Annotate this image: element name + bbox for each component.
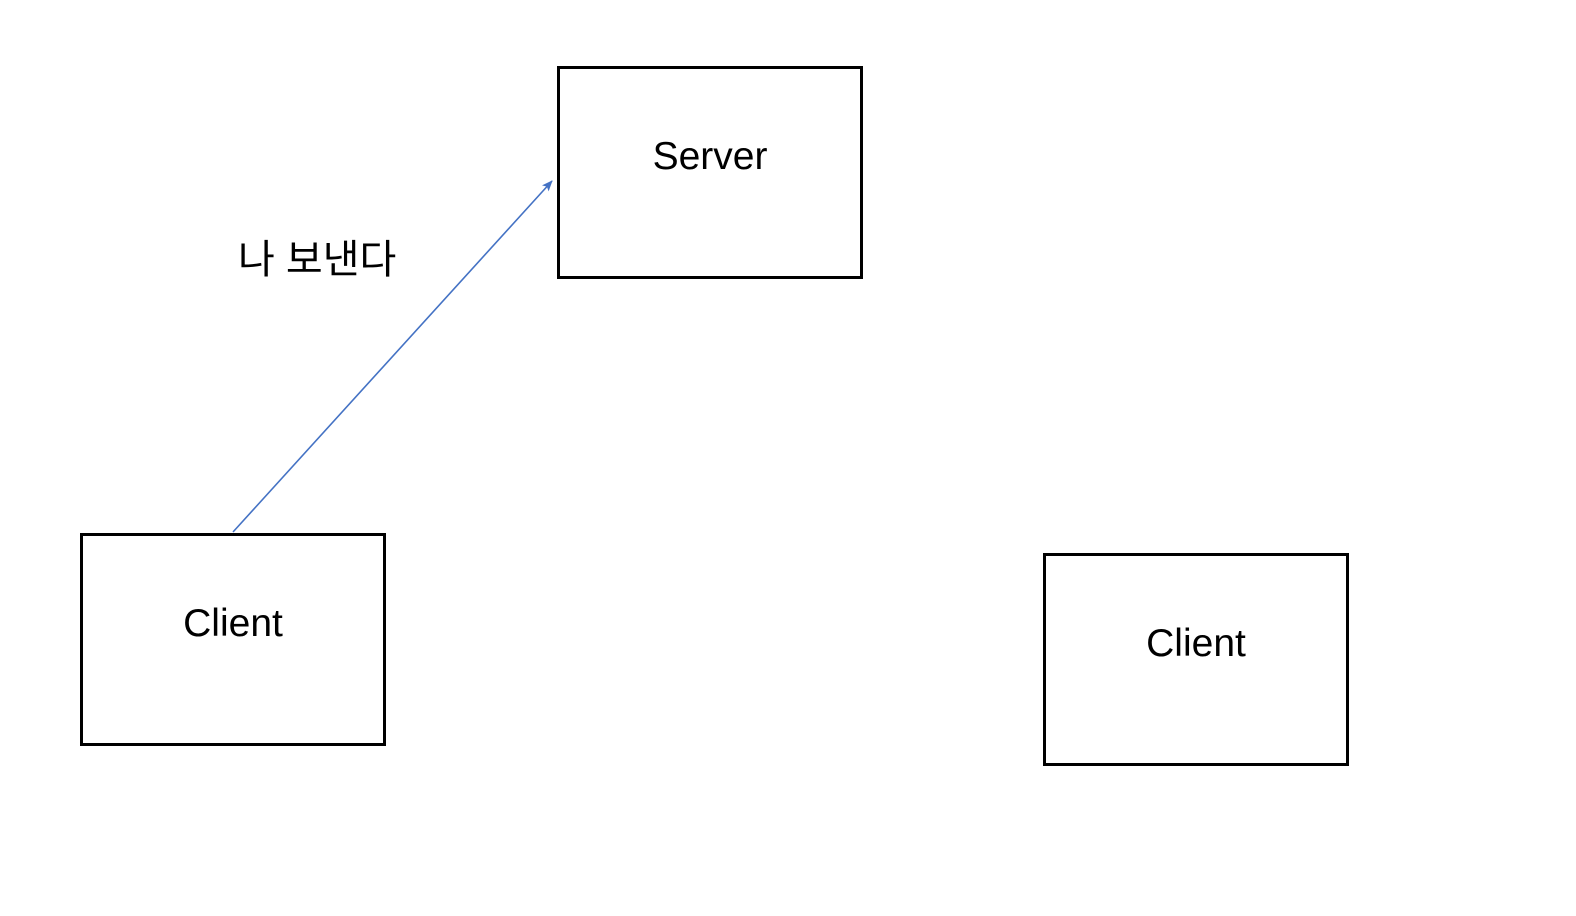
node-server-label: Server xyxy=(652,135,768,178)
node-server[interactable]: Server xyxy=(557,66,863,279)
edge-label-send: 나 보낸다 xyxy=(238,238,397,282)
node-client-left-label: Client xyxy=(183,602,283,645)
edge-client-to-server xyxy=(232,180,553,533)
node-client-right[interactable]: Client xyxy=(1043,553,1349,766)
node-client-left[interactable]: Client xyxy=(80,533,386,746)
node-client-right-label: Client xyxy=(1146,622,1246,665)
